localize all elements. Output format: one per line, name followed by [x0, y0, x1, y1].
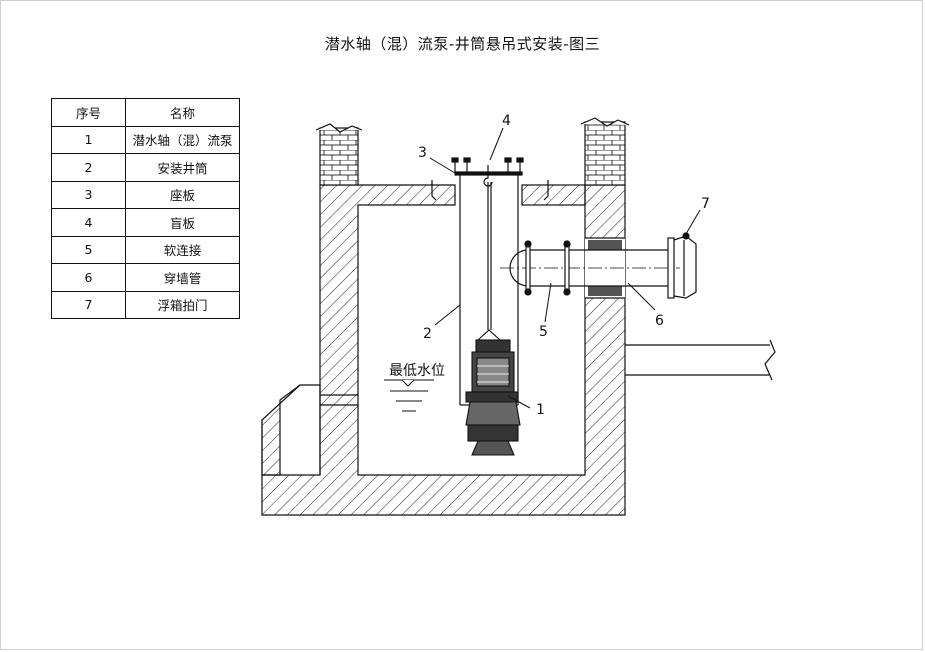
row-number: 6 — [51, 263, 126, 292]
header-number: 序号 — [51, 98, 126, 127]
brick-wall-right — [584, 121, 626, 186]
row-number: 3 — [51, 180, 126, 209]
discharge-pipe — [500, 240, 680, 296]
row-name: 盲板 — [125, 208, 240, 237]
table-header-row: 序号 名称 — [51, 98, 240, 127]
roof-slab-right — [521, 184, 586, 206]
row-name: 浮箱拍门 — [125, 290, 240, 319]
outlet-channel — [625, 339, 776, 381]
row-name: 潜水轴（混）流泵 — [125, 125, 240, 154]
table-row: 3 座板 — [51, 180, 240, 209]
callout-2: 2 — [423, 326, 432, 342]
row-name: 穿墙管 — [125, 263, 240, 292]
opening-grout-top — [588, 240, 622, 250]
opening-grout-bottom — [588, 286, 622, 296]
row-number: 7 — [51, 290, 126, 319]
submersible-pump — [465, 329, 521, 456]
callout-5: 5 — [539, 324, 548, 340]
low-water-level-symbol — [384, 379, 434, 412]
row-name: 安装井筒 — [125, 153, 240, 182]
table-row: 4 盲板 — [51, 208, 240, 237]
table-row: 1 潜水轴（混）流泵 — [51, 125, 240, 154]
row-name: 座板 — [125, 180, 240, 209]
drawing-title: 潜水轴（混）流泵-井筒悬吊式安装-图三 — [324, 35, 601, 53]
row-number: 5 — [51, 235, 126, 264]
table-row: 5 软连接 — [51, 235, 240, 264]
brick-wall-left — [319, 127, 359, 186]
installation-shaft — [431, 157, 549, 406]
table-row: 2 安装井筒 — [51, 153, 240, 182]
flap-valve — [667, 232, 697, 299]
table-row: 6 穿墙管 — [51, 263, 240, 292]
callout-3: 3 — [418, 145, 427, 161]
tank-walls-hatch — [261, 184, 626, 516]
row-number: 1 — [51, 125, 126, 154]
callout-1: 1 — [536, 402, 545, 418]
water-level-label: 最低水位 — [389, 363, 445, 379]
inlet-channel — [261, 384, 358, 476]
callout-6: 6 — [655, 313, 664, 329]
table-row: 7 浮箱拍门 — [51, 290, 240, 319]
callout-7: 7 — [701, 196, 710, 212]
brick-walls — [315, 117, 630, 186]
callout-4: 4 — [502, 113, 511, 129]
parts-table: 序号 名称 1 潜水轴（混）流泵 2 安装井筒 3 座板 4 盲板 5 软连接 … — [51, 98, 240, 319]
leader-lines — [429, 127, 701, 409]
